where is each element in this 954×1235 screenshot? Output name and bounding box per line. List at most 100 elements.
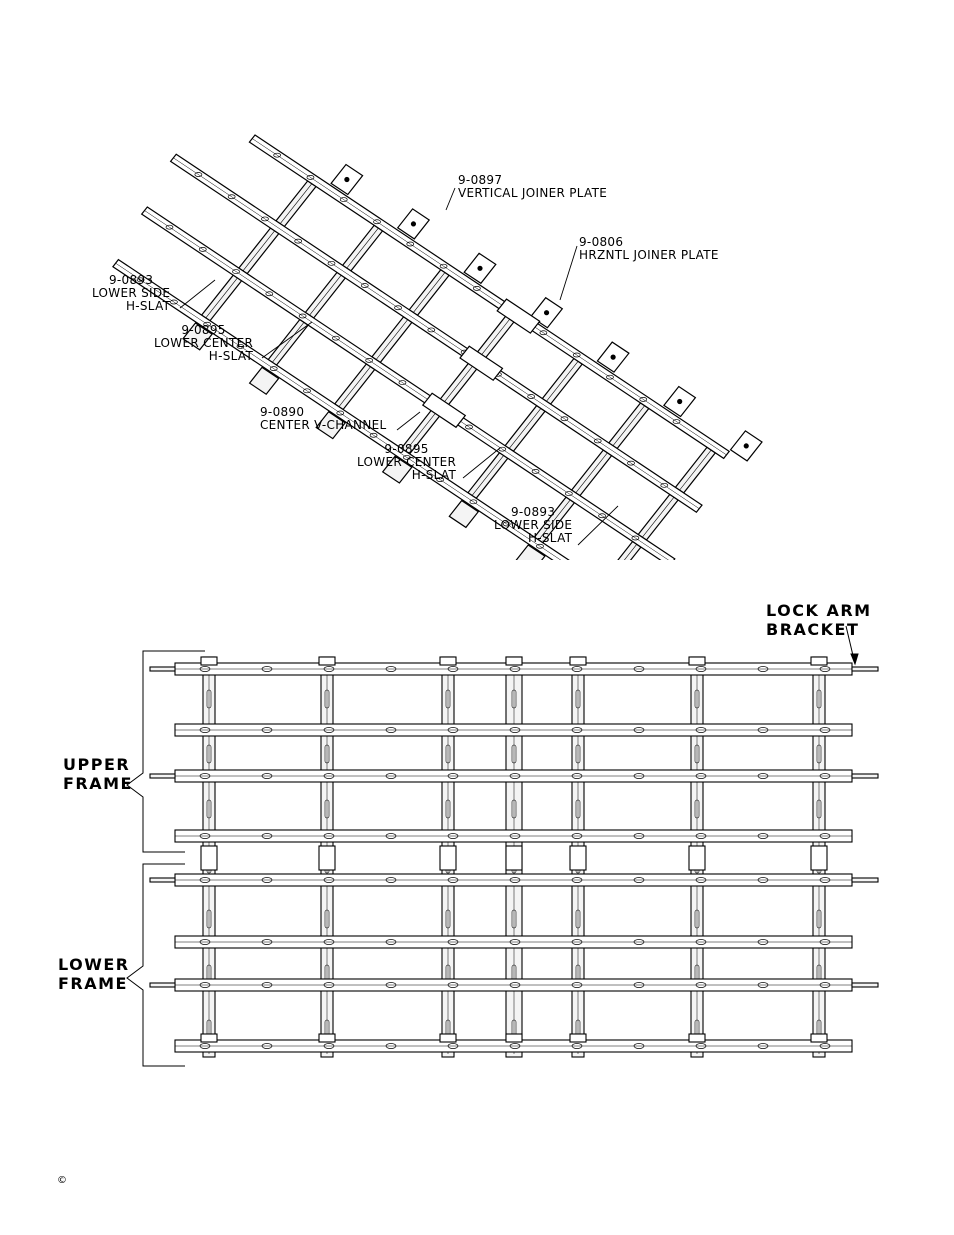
joiner-plate	[569, 1033, 587, 1043]
joiner-plate	[505, 1033, 523, 1043]
rail-slot	[695, 727, 707, 733]
rail-slot	[232, 269, 240, 274]
frame-braces	[126, 625, 859, 1067]
rail-slot	[365, 358, 374, 363]
lock-arm-arrowhead	[850, 653, 859, 666]
callout-part-number: 9-0897	[458, 173, 503, 187]
upper-frame-brace	[126, 650, 205, 853]
lower-bracket	[182, 322, 213, 351]
joiner-plate	[569, 656, 587, 666]
joiner-plate	[810, 656, 828, 666]
rail-slot	[323, 939, 335, 945]
cross-member-web	[242, 230, 275, 272]
rail-slot	[631, 535, 640, 541]
cross-member-web	[279, 183, 313, 224]
frame-joiner-plate	[688, 845, 706, 871]
rail-slot	[323, 666, 335, 672]
cross-member-web	[442, 363, 475, 405]
rail-slot	[819, 773, 831, 779]
copyright-symbol: ©	[57, 1175, 67, 1186]
rail-slot	[695, 982, 707, 988]
rail-slot	[571, 833, 583, 839]
joiner-plate	[505, 656, 523, 666]
rail-slot	[385, 1043, 397, 1049]
leader-lower-center-2	[462, 447, 501, 479]
callout-part-number: 9-0890	[260, 405, 305, 419]
lock-arm-extension-left	[149, 666, 176, 672]
channel-slot	[445, 689, 451, 709]
channel-slot	[324, 689, 330, 709]
rail-slot	[819, 833, 831, 839]
leader-lower-center-1	[261, 321, 313, 359]
rail-slot	[369, 432, 378, 438]
cross-member-web	[272, 322, 305, 363]
rail-slot	[571, 773, 583, 779]
rail-slot	[236, 344, 245, 349]
rail-slot	[606, 374, 614, 380]
callout-center-vchannel: 9-0890 CENTER V-CHANNEL	[260, 406, 386, 432]
rail-slot	[306, 175, 315, 180]
channel-slot	[511, 799, 517, 819]
frame-joiner-plate	[318, 845, 336, 871]
callout-description-2: H-SLAT	[411, 468, 457, 482]
channel-slot	[206, 909, 212, 929]
rail-slot	[323, 727, 335, 733]
channel-slot	[694, 909, 700, 929]
callout-lower-side-hslat-1: 9-0893 LOWER SIDE H-SLAT	[92, 274, 170, 313]
rail-slot	[509, 982, 521, 988]
lower-bracket	[448, 499, 480, 529]
frame-joiner-plate	[569, 845, 587, 871]
rail-slot	[323, 833, 335, 839]
rail-slot	[695, 666, 707, 672]
hrzntl-joiner-plate	[459, 345, 504, 382]
rail-slot	[672, 419, 681, 424]
channel-slot	[511, 689, 517, 709]
rail-slot	[695, 833, 707, 839]
rail-slot	[199, 877, 211, 883]
rail-slot	[227, 194, 236, 200]
rail-slot	[695, 939, 707, 945]
rail-slot	[633, 666, 645, 672]
plate-hole	[610, 354, 616, 360]
plate-hole	[677, 398, 683, 405]
rail-slot	[819, 1043, 831, 1049]
rail-slot	[406, 241, 415, 247]
label-line-2: FRAME	[58, 974, 128, 993]
rail-slot	[536, 543, 544, 549]
label-line-1: LOWER	[58, 955, 130, 974]
joiner-plate	[439, 656, 457, 666]
rail-slot	[660, 482, 669, 488]
plate-hole	[743, 443, 749, 449]
channel-slot	[575, 689, 581, 709]
rail-slot	[385, 727, 397, 733]
rail-slot	[819, 727, 831, 733]
rail-slot	[194, 172, 203, 177]
rail	[112, 258, 570, 560]
cross-member-web	[346, 227, 379, 269]
rail-slot	[757, 833, 769, 839]
channel-slot	[445, 799, 451, 819]
rail-slot	[447, 939, 459, 945]
rail-slot	[509, 833, 521, 839]
rail-slot	[261, 1043, 273, 1049]
upper-frame-label: UPPER FRAME	[63, 755, 133, 793]
rail-slot	[447, 877, 459, 883]
callout-hrzntl-joiner-plate: 9-0806 HRZNTL JOINER PLATE	[579, 236, 719, 262]
rail-slot	[509, 1043, 521, 1049]
rail-slot	[447, 773, 459, 779]
rail-slot	[261, 727, 273, 733]
rail-slot	[571, 1043, 583, 1049]
frame-joiner-plate	[810, 845, 828, 871]
rail-slot	[199, 939, 211, 945]
hrzntl-joiner-plate	[421, 392, 467, 429]
joiner-plate	[688, 1033, 706, 1043]
rail-slot	[165, 224, 174, 230]
lock-arm-bracket-label: LOCK ARM BRACKET	[766, 601, 872, 639]
cross-member-web	[413, 272, 446, 313]
joiner-plate	[200, 656, 218, 666]
rail-slot	[509, 666, 521, 672]
leader-lower-side-2	[577, 505, 619, 546]
leader-vertical-joiner	[445, 187, 456, 211]
rail-slot	[633, 939, 645, 945]
lock-arm-extension-right	[851, 877, 879, 883]
